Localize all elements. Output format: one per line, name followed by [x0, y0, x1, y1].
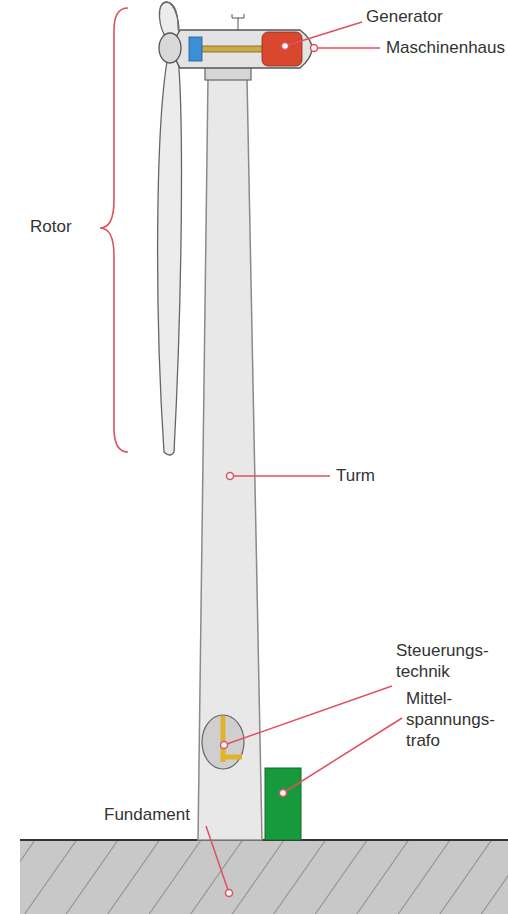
hub-bearing — [189, 37, 202, 61]
part-label: Turm — [336, 465, 375, 486]
part-label: Fundament — [104, 804, 190, 825]
ground-line — [20, 839, 508, 841]
part-label: Rotor — [30, 216, 72, 237]
ground-foundation — [20, 840, 508, 914]
rotor-brace — [100, 8, 128, 452]
leader-lines — [206, 22, 402, 893]
leader-dots — [221, 43, 318, 897]
hub-spinner — [159, 33, 181, 63]
part-label: Mittel- spannungs- trafo — [406, 688, 495, 751]
anemometer — [232, 14, 244, 30]
transformer-box — [265, 768, 301, 840]
part-label: Maschinenhaus — [386, 37, 505, 58]
tower — [198, 78, 262, 840]
generator — [262, 32, 302, 66]
part-label: Steuerungs- technik — [396, 640, 489, 682]
nacelle — [174, 30, 312, 68]
rotor-blade — [158, 56, 182, 455]
part-label: Generator — [366, 6, 443, 27]
main-shaft — [200, 46, 264, 52]
control-cutout — [202, 715, 244, 769]
